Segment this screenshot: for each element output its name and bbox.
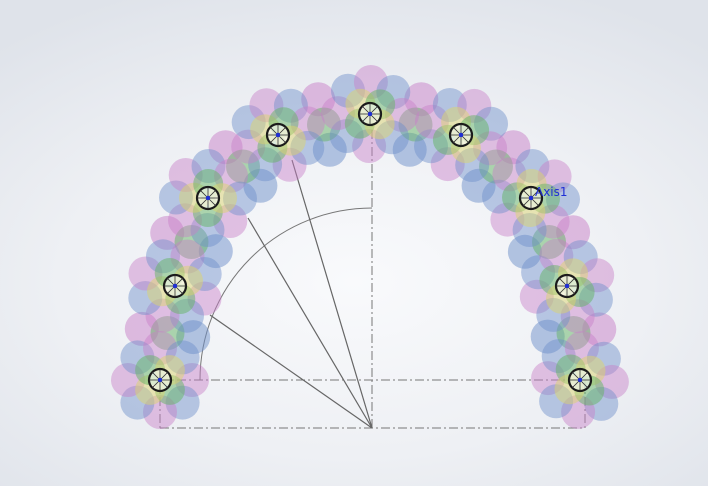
filler-balloon[interactable] [532, 225, 566, 259]
filler-balloon[interactable] [556, 316, 591, 350]
balloon-cluster[interactable] [519, 238, 615, 334]
axis-label: Axis1 [535, 185, 568, 199]
filler-balloon[interactable] [176, 320, 211, 355]
filler-balloon[interactable] [582, 312, 617, 347]
filler-balloon[interactable] [312, 132, 347, 167]
filler-balloon[interactable] [150, 316, 185, 350]
filler-balloon[interactable] [174, 225, 209, 259]
balloon-cluster[interactable] [159, 149, 257, 247]
balloon-cluster[interactable] [482, 149, 580, 247]
hub-axis-point [157, 377, 163, 383]
balloon-cluster[interactable] [231, 88, 325, 182]
balloon-cluster[interactable] [111, 331, 209, 429]
filler-balloon[interactable] [301, 82, 336, 117]
hub-axis-point [564, 283, 570, 289]
filler-balloon[interactable] [404, 82, 439, 117]
radial-line [209, 314, 373, 429]
hub-axis-point [367, 111, 373, 117]
hub-axis-point [275, 132, 281, 138]
balloon-cluster[interactable] [414, 88, 508, 182]
filler-balloon[interactable] [530, 319, 565, 354]
hub-axis-point [172, 283, 178, 289]
balloon-cluster[interactable] [321, 65, 419, 163]
filler-balloon[interactable] [398, 107, 433, 142]
radial-line [291, 159, 373, 429]
hub-axis-point [458, 132, 464, 138]
filler-balloon[interactable] [226, 149, 260, 184]
hub-axis-point [577, 377, 583, 383]
balloon-cluster[interactable] [531, 331, 629, 429]
filler-balloon[interactable] [479, 149, 513, 184]
hub-axis-point [205, 195, 211, 201]
radial-line [247, 217, 373, 429]
filler-balloon[interactable] [307, 107, 341, 142]
filler-balloon[interactable] [392, 132, 427, 167]
filler-balloon[interactable] [124, 311, 159, 346]
hub-axis-point [528, 195, 534, 201]
balloon-cluster[interactable] [128, 239, 222, 333]
